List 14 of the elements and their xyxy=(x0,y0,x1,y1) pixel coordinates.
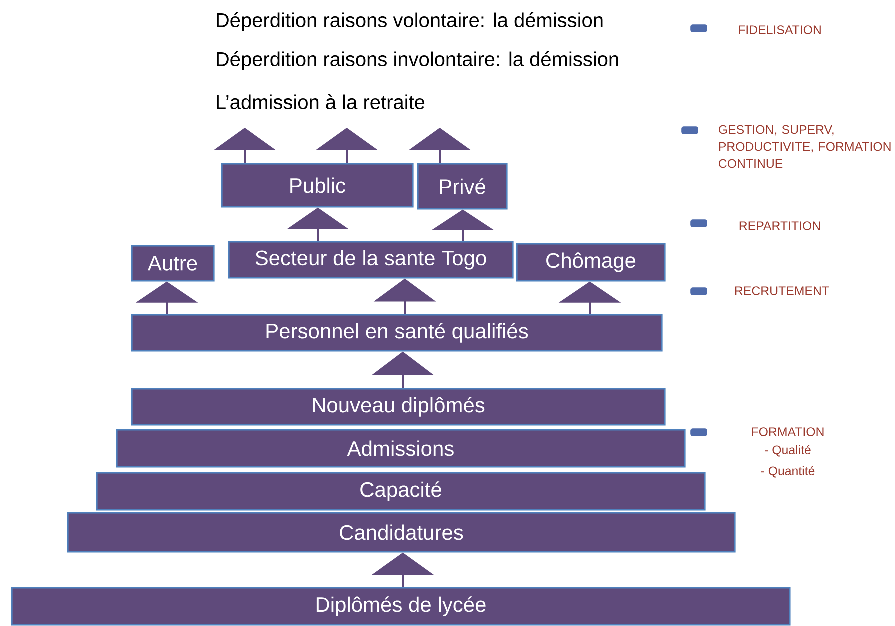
process-box: Nouveau diplômés xyxy=(131,388,666,426)
category-label: RECRUTEMENT xyxy=(735,286,830,296)
category-label: FORMATION xyxy=(752,428,824,436)
note-text: Déperdition raisons volontaire: la démission xyxy=(217,12,603,32)
category-label: FIDELISATION xyxy=(739,26,821,34)
category-label: - Quantité xyxy=(761,466,815,478)
process-box: Capacité xyxy=(96,472,706,511)
note-text: Déperdition raisons involontaire: la démission xyxy=(217,52,618,70)
process-box: Diplômés de lycée xyxy=(11,587,791,626)
category-label: GESTION, SUPERV, PRODUCTIVITE, FORMATION CONTINUE xyxy=(719,125,891,168)
note-text: L’admission à la retraite xyxy=(217,94,425,110)
category-label: - Qualité xyxy=(765,445,811,457)
process-box: Admissions xyxy=(116,429,686,468)
category-label: REPARTITION xyxy=(740,222,820,230)
